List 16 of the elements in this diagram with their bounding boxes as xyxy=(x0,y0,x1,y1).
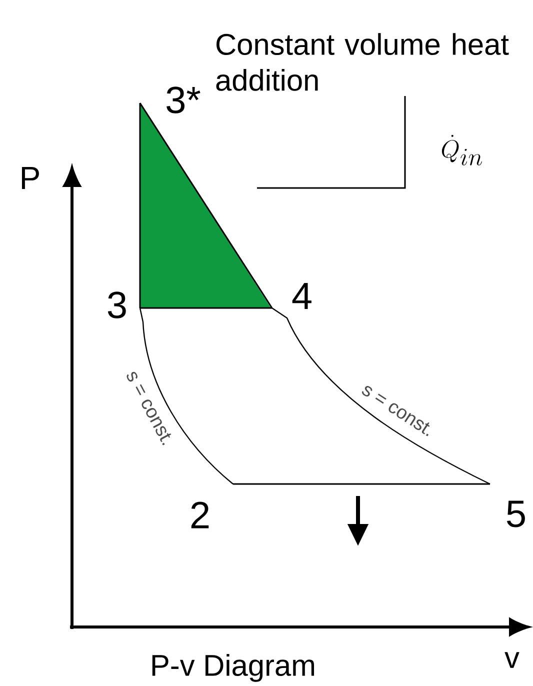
process-curve xyxy=(272,308,490,485)
process-line xyxy=(233,483,490,485)
caption: P-v Diagram xyxy=(152,654,314,682)
edge-label: s = const. xyxy=(126,372,172,446)
point-label: 4 xyxy=(292,282,312,310)
point-label: 2 xyxy=(191,502,209,528)
heat-symbol: $\dot{Q}_{in}$ xyxy=(442,134,482,166)
point-label: 3* xyxy=(166,86,200,114)
axis-label: v xyxy=(504,652,520,668)
point-label: 5 xyxy=(506,500,525,528)
point-label: 3 xyxy=(108,292,126,318)
process-line xyxy=(140,307,272,309)
axis-label: P xyxy=(22,167,39,189)
process-line xyxy=(139,103,141,308)
process-curve xyxy=(139,308,234,484)
annotation-text: Constant volume heat addition xyxy=(216,33,509,91)
